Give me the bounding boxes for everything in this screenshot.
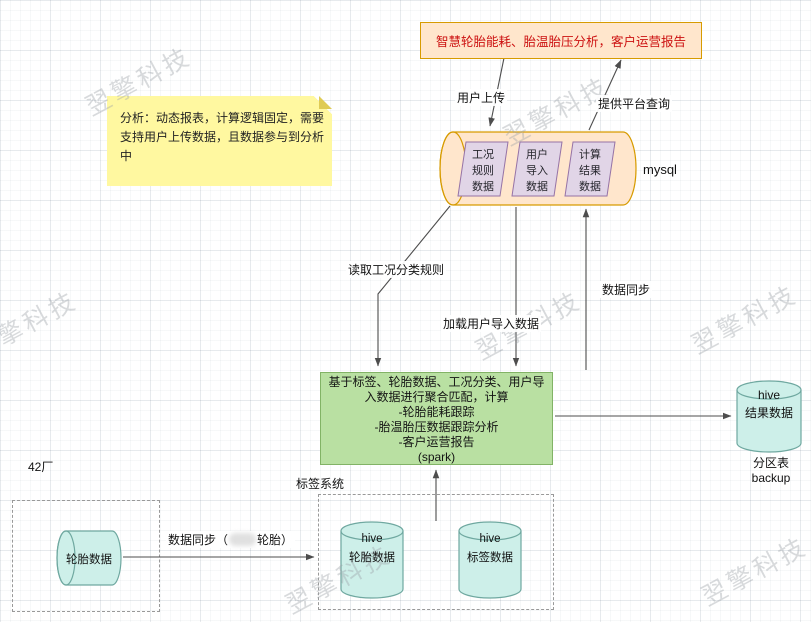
note-line: 支持用户上传数据，且数据参与到分析: [120, 130, 325, 144]
spark-line: -胎温胎压数据跟踪分析: [374, 420, 499, 434]
pg-line: 用户: [526, 149, 548, 161]
redaction-blur: [229, 533, 257, 546]
pg-line: 数据: [472, 181, 494, 193]
edge-label-sync-to-mysql: 数据同步: [600, 281, 653, 298]
factory-cylinder-label: 轮胎数据: [66, 554, 112, 566]
pg-line: 规则: [472, 165, 494, 177]
pg-line: 数据: [526, 181, 548, 193]
hive-tag-name: hive: [479, 533, 501, 545]
factory-group-label: 42厂: [28, 460, 54, 474]
spark-line: 入数据进行聚合匹配，计算: [364, 390, 509, 404]
pg-line: 计算: [579, 149, 601, 161]
mysql-item-rules-label: 工况 规则 数据: [461, 147, 505, 195]
factory-group-box: [12, 500, 160, 612]
factory-sync-suffix: 轮胎）: [257, 533, 294, 547]
note-line: 分析：动态报表，计算逻辑固定，需要: [120, 111, 325, 125]
hive-result-name: hive: [757, 388, 780, 402]
report-box: 智慧轮胎能耗、胎温胎压分析，客户运营报告: [420, 22, 702, 59]
note-fold-corner: [319, 96, 332, 109]
edge-label-load-user-data: 加载用户导入数据: [441, 315, 542, 332]
pg-line: 工况: [472, 149, 494, 161]
spark-line: (spark): [417, 450, 456, 464]
pg-line: 数据: [579, 181, 601, 193]
report-box-label: 智慧轮胎能耗、胎温胎压分析，客户运营报告: [435, 35, 686, 49]
pg-line: 导入: [526, 165, 548, 177]
edge-label-read-rules: 读取工况分类规则: [346, 261, 447, 278]
mysql-item-user-import-label: 用户 导入 数据: [515, 147, 559, 195]
spark-line: -轮胎能耗跟踪: [398, 405, 475, 419]
hive-tyre-name: hive: [361, 533, 383, 545]
spark-line: 基于标签、轮胎数据、工况分类、用户导: [328, 375, 545, 389]
mysql-item-result-label: 计算 结果 数据: [568, 147, 612, 195]
hive-tyre-label: 轮胎数据: [349, 552, 395, 564]
hive-result-caption-line2: backup: [751, 471, 791, 485]
note-line: 中: [120, 149, 133, 163]
mysql-label: mysql: [643, 162, 677, 177]
edge-label-user-upload: 用户上传: [455, 89, 508, 106]
spark-process-box: 基于标签、轮胎数据、工况分类、用户导 入数据进行聚合匹配，计算 -轮胎能耗跟踪 …: [320, 372, 553, 465]
factory-sync-prefix: 数据同步（: [168, 533, 229, 547]
hive-tag-label: 标签数据: [467, 552, 513, 564]
spark-line: -客户运营报告: [398, 435, 475, 449]
edge-label-factory-sync: 数据同步（ 轮胎）: [166, 531, 296, 548]
pg-line: 结果: [579, 165, 601, 177]
edge-label-platform-query: 提供平台查询: [596, 95, 673, 112]
tag-system-group-label: 标签系统: [296, 477, 345, 491]
analysis-note: 分析：动态报表，计算逻辑固定，需要 支持用户上传数据，且数据参与到分析 中: [107, 96, 332, 186]
hive-result-caption-line1: 分区表: [752, 456, 789, 470]
hive-result-label: 结果数据: [744, 406, 793, 420]
